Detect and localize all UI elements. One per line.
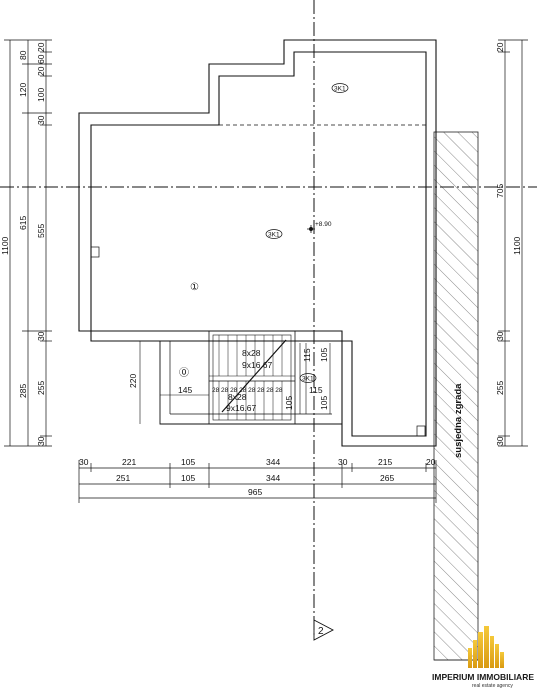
axis-lines [0, 0, 537, 635]
svg-text:285: 285 [18, 384, 28, 398]
svg-text:20: 20 [36, 66, 46, 76]
svg-text:20: 20 [495, 42, 505, 52]
shaft-box-left [90, 246, 100, 258]
svg-text:20: 20 [426, 457, 436, 467]
left-dimension-texts: 20 60 80 20 100 120 30 555 615 1100 30 2… [0, 42, 46, 446]
right-dimension-texts: 20 705 1100 30 255 30 [495, 42, 522, 446]
inner-dimension-lines [139, 341, 331, 424]
inner-dimension-texts: 220 145 105 115 105 115 105 [128, 348, 329, 410]
svg-text:30: 30 [79, 457, 89, 467]
svg-text:3K1: 3K1 [302, 376, 314, 383]
stair-lower-rise: 9x16.67 [226, 403, 257, 413]
svg-text:105: 105 [319, 348, 329, 362]
svg-text:255: 255 [495, 381, 505, 395]
svg-text:120: 120 [18, 83, 28, 97]
svg-text:100: 100 [36, 88, 46, 102]
svg-text:30: 30 [36, 331, 46, 341]
stair-upper-count: 8x28 [242, 348, 261, 358]
elevation-label: +8.90 [315, 221, 332, 228]
floor-tag-2: 3K1 [265, 229, 283, 239]
svg-text:3K1: 3K1 [334, 86, 346, 93]
elevation-marker [307, 225, 315, 233]
svg-text:965: 965 [248, 487, 262, 497]
svg-text:1100: 1100 [512, 236, 522, 255]
svg-text:615: 615 [18, 216, 28, 230]
svg-text:30: 30 [338, 457, 348, 467]
svg-text:30: 30 [495, 331, 505, 341]
svg-text:20: 20 [36, 42, 46, 52]
left-dimension-lines [4, 39, 52, 447]
room-marker-0: ⓪ [179, 367, 189, 379]
svg-text:105: 105 [284, 396, 294, 410]
svg-text:344: 344 [266, 473, 280, 483]
svg-text:30: 30 [495, 436, 505, 446]
neighbor-label: susjedna zgrada [453, 383, 464, 458]
floor-tag-3: 3K1 [299, 373, 317, 383]
section-marker-label: 2 [318, 626, 324, 637]
section-marker [313, 619, 334, 641]
svg-text:30: 30 [36, 115, 46, 125]
svg-text:80: 80 [18, 50, 28, 60]
svg-text:220: 220 [128, 374, 138, 388]
svg-text:705: 705 [495, 184, 505, 198]
stair-lower-count: 8x28 [228, 392, 247, 402]
svg-text:145: 145 [178, 385, 192, 395]
shaft-box-right [416, 425, 426, 437]
svg-text:30: 30 [36, 436, 46, 446]
floor-tag-1: 3K1 [331, 83, 349, 93]
svg-text:251: 251 [116, 473, 130, 483]
stair-upper-rise: 9x16.67 [242, 360, 273, 370]
agency-logo: IMPERIUM IMMOBILIARE real estate agency [432, 626, 534, 689]
svg-text:215: 215 [378, 457, 392, 467]
bottom-dimension-lines [78, 460, 437, 503]
svg-text:265: 265 [380, 473, 394, 483]
svg-text:1100: 1100 [0, 236, 10, 255]
svg-text:105: 105 [319, 396, 329, 410]
room-marker-1: ① [190, 282, 199, 293]
svg-text:60: 60 [36, 54, 46, 64]
stair-treads: 28 28 28 28 28 28 28 28 [212, 387, 283, 394]
staircase [208, 330, 307, 425]
logo-title: IMPERIUM IMMOBILIARE [432, 672, 534, 682]
svg-text:344: 344 [266, 457, 280, 467]
svg-text:555: 555 [36, 224, 46, 238]
svg-text:115: 115 [302, 348, 312, 362]
svg-text:105: 105 [181, 457, 195, 467]
svg-text:105: 105 [181, 473, 195, 483]
neighbor-building [433, 131, 479, 661]
svg-text:115: 115 [309, 385, 323, 395]
svg-text:3K1: 3K1 [268, 232, 280, 239]
bottom-dimension-texts: 30 221 105 344 30 215 20 251 105 344 265… [79, 457, 436, 497]
logo-subtitle: real estate agency [472, 683, 513, 689]
right-dimension-lines [498, 39, 528, 447]
skyline-icon [468, 626, 504, 668]
svg-text:255: 255 [36, 381, 46, 395]
svg-text:221: 221 [122, 457, 136, 467]
